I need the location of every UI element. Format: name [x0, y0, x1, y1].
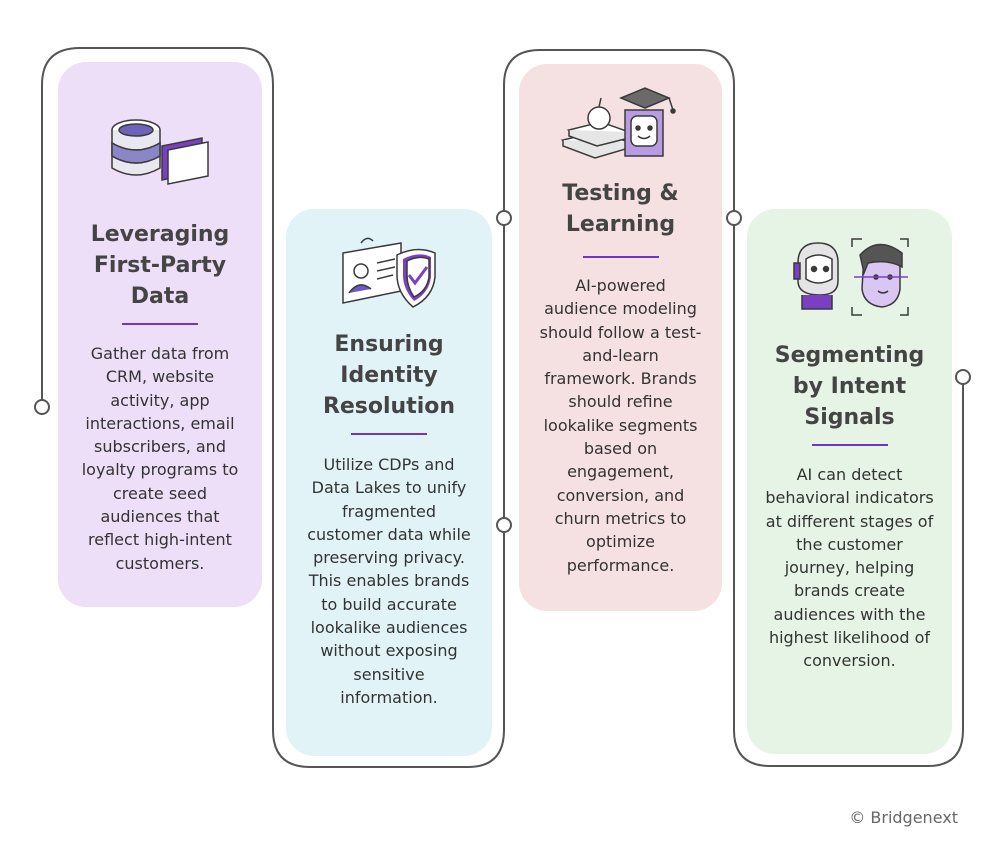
- card-identity-resolution: Ensuring Identity Resolution Utilize CDP…: [286, 209, 492, 756]
- connector-node: [496, 210, 512, 226]
- face-recognition-icon: [792, 238, 909, 316]
- connector-node: [955, 369, 971, 385]
- card-body: Utilize CDPs and Data Lakes to unify fra…: [307, 455, 471, 707]
- title-divider: [122, 323, 198, 325]
- card-title-line: Learning: [565, 212, 676, 237]
- database-folder-icon: [111, 119, 209, 185]
- card-title-line: First-Party: [93, 253, 227, 278]
- card-first-party-data: Leveraging First-Party Data Gather data …: [58, 62, 262, 607]
- card-title-line: Testing &: [562, 181, 679, 206]
- card-title-line: Identity: [340, 363, 438, 388]
- card-title-line: Signals: [804, 405, 895, 430]
- robot-graduate-books-icon: [559, 87, 676, 159]
- card-testing-learning: Testing & Learning AI-powered audience m…: [519, 64, 722, 611]
- connector-node: [726, 210, 742, 226]
- title-divider: [811, 444, 888, 446]
- card-body: AI-powered audience modeling should foll…: [539, 276, 702, 575]
- title-divider: [351, 433, 427, 435]
- title-divider: [582, 256, 659, 258]
- connector-node: [34, 399, 50, 415]
- card-title-line: Leveraging: [90, 222, 230, 247]
- card-title-line: by Intent: [792, 374, 907, 399]
- card-body: AI can detect behavioral indicators at d…: [765, 465, 934, 671]
- id-card-shield-icon: [342, 237, 436, 308]
- card-title-line: Segmenting: [774, 343, 925, 368]
- connector-node: [496, 517, 512, 533]
- card-title-line: Ensuring: [334, 332, 444, 357]
- card-intent-signals: Segmenting by Intent Signals AI can dete…: [747, 209, 952, 754]
- card-title-line: Resolution: [322, 394, 456, 419]
- copyright-credit: © Bridgenext: [849, 808, 958, 827]
- card-body: Gather data from CRM, website activity, …: [81, 344, 239, 573]
- card-title-line: Data: [130, 284, 190, 309]
